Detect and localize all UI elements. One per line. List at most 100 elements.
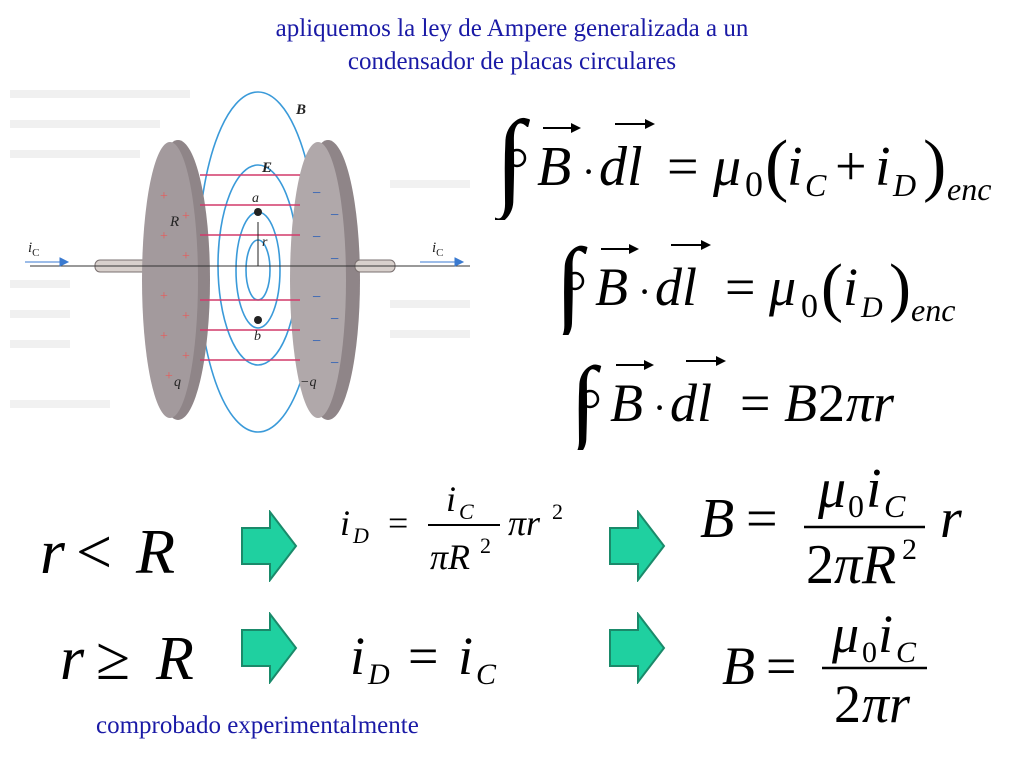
svg-text:C: C <box>459 499 474 524</box>
condition-r-geq-R: r ≥ R <box>60 625 194 693</box>
svg-text:πR: πR <box>834 534 896 596</box>
svg-text:C: C <box>884 488 906 524</box>
svg-text:·: · <box>583 149 593 194</box>
svg-text:2: 2 <box>806 534 834 596</box>
svg-text:πR: πR <box>430 537 470 577</box>
equation-2: ∫ B · dl = μ 0 ( i D ) enc <box>555 228 955 335</box>
svg-text:<: < <box>76 516 112 585</box>
svg-text:i: i <box>446 479 456 519</box>
svg-text:D: D <box>352 523 369 548</box>
right-arrow-icon <box>609 510 666 582</box>
svg-text:·: · <box>654 385 664 430</box>
svg-text:i: i <box>458 626 473 686</box>
svg-text:2: 2 <box>818 373 845 433</box>
svg-text:·: · <box>639 269 649 314</box>
capacitor-figure: +++ +++ +++ −−− −−− −− B E R a r b <box>0 80 480 470</box>
iD-formula-case1: i D = i C πR 2 πr 2 <box>340 479 563 577</box>
svg-text:C: C <box>896 636 917 669</box>
svg-text:2: 2 <box>480 533 491 558</box>
right-arrow-icon <box>241 510 298 582</box>
svg-text:B: B <box>700 488 734 550</box>
svg-text:C: C <box>476 658 497 690</box>
svg-text:R: R <box>155 625 194 693</box>
svg-text:πr: πr <box>508 503 541 543</box>
svg-text:μ: μ <box>831 604 859 664</box>
svg-text:=: = <box>667 136 699 198</box>
svg-text:dl: dl <box>655 257 697 317</box>
svg-text:0: 0 <box>862 636 877 669</box>
label-q: q <box>174 375 181 390</box>
svg-text:enc: enc <box>947 171 991 207</box>
svg-text:+: + <box>182 309 190 324</box>
svg-text:dl: dl <box>599 136 643 198</box>
iD-formula-case2: i D = i C <box>350 626 497 690</box>
title-line-1: apliquemos la ley de Ampere generalizada… <box>275 15 749 42</box>
svg-text:B: B <box>610 373 643 433</box>
B-formula-case1: B = μ 0 i C 2 πR 2 r <box>700 458 962 596</box>
svg-text:+: + <box>160 329 168 344</box>
svg-text:−: − <box>330 355 339 372</box>
svg-text:+: + <box>160 189 168 204</box>
svg-text:=: = <box>408 626 438 686</box>
svg-text:μ: μ <box>817 458 846 520</box>
equation-1: ∫ B · dl = μ 0 ( i C + i D ) enc <box>495 100 991 220</box>
svg-text:i: i <box>878 604 893 664</box>
condition-r-less-R: r < R <box>40 516 175 585</box>
svg-text:−: − <box>330 207 339 224</box>
svg-text:=: = <box>746 488 778 550</box>
label-neg-q: −q <box>300 375 316 390</box>
svg-text:D: D <box>367 658 390 690</box>
svg-text:0: 0 <box>745 164 763 204</box>
svg-text:=: = <box>388 503 408 543</box>
svg-text:−: − <box>312 185 321 202</box>
equation-3: ∫ B · dl = B 2 πr <box>570 347 895 450</box>
svg-text:2: 2 <box>902 533 917 566</box>
svg-text:+: + <box>182 249 190 264</box>
label-a: a <box>252 191 259 206</box>
svg-text:C: C <box>805 167 827 203</box>
svg-text:B: B <box>537 136 571 198</box>
svg-text:−: − <box>312 289 321 306</box>
footer-note: comprobado experimentalmente <box>96 712 419 739</box>
svg-text:i: i <box>875 136 891 198</box>
svg-text:−: − <box>312 333 321 350</box>
left-plate: +++ +++ +++ <box>142 140 210 420</box>
svg-text:i: i <box>350 626 365 686</box>
svg-text:i: i <box>787 136 803 198</box>
svg-text:2: 2 <box>552 499 563 524</box>
svg-text:0: 0 <box>848 488 864 524</box>
svg-text:=: = <box>725 257 755 317</box>
svg-text:πr: πr <box>862 674 911 734</box>
svg-text:μ: μ <box>768 257 796 317</box>
label-iC-right: iC <box>432 240 444 259</box>
svg-text:B: B <box>595 257 628 317</box>
svg-text:μ: μ <box>712 136 741 198</box>
svg-text:−: − <box>330 251 339 268</box>
svg-text:(: ( <box>821 251 843 324</box>
svg-text:=: = <box>766 636 796 696</box>
svg-text:B: B <box>722 636 755 696</box>
svg-text:enc: enc <box>911 292 955 328</box>
svg-text:+: + <box>182 349 190 364</box>
svg-text:+: + <box>160 229 168 244</box>
svg-text:dl: dl <box>670 373 712 433</box>
svg-text:D: D <box>860 291 883 324</box>
right-arrow-icon <box>241 612 298 684</box>
svg-text:D: D <box>892 167 916 203</box>
svg-text:=: = <box>740 373 770 433</box>
svg-text:+: + <box>182 209 190 224</box>
svg-text:B: B <box>784 373 817 433</box>
svg-text:r: r <box>940 488 962 550</box>
label-R: R <box>169 214 179 230</box>
svg-text:(: ( <box>765 127 788 204</box>
label-r: r <box>262 235 268 250</box>
right-arrow-icon <box>609 612 666 684</box>
svg-text:≥: ≥ <box>96 625 130 693</box>
svg-text:0: 0 <box>801 288 818 325</box>
electric-field-lines <box>200 174 300 361</box>
svg-text:πr: πr <box>846 373 895 433</box>
label-iC-left: iC <box>28 240 40 259</box>
svg-text:+: + <box>160 289 168 304</box>
svg-text:i: i <box>340 503 350 543</box>
label-B: B <box>295 102 306 118</box>
